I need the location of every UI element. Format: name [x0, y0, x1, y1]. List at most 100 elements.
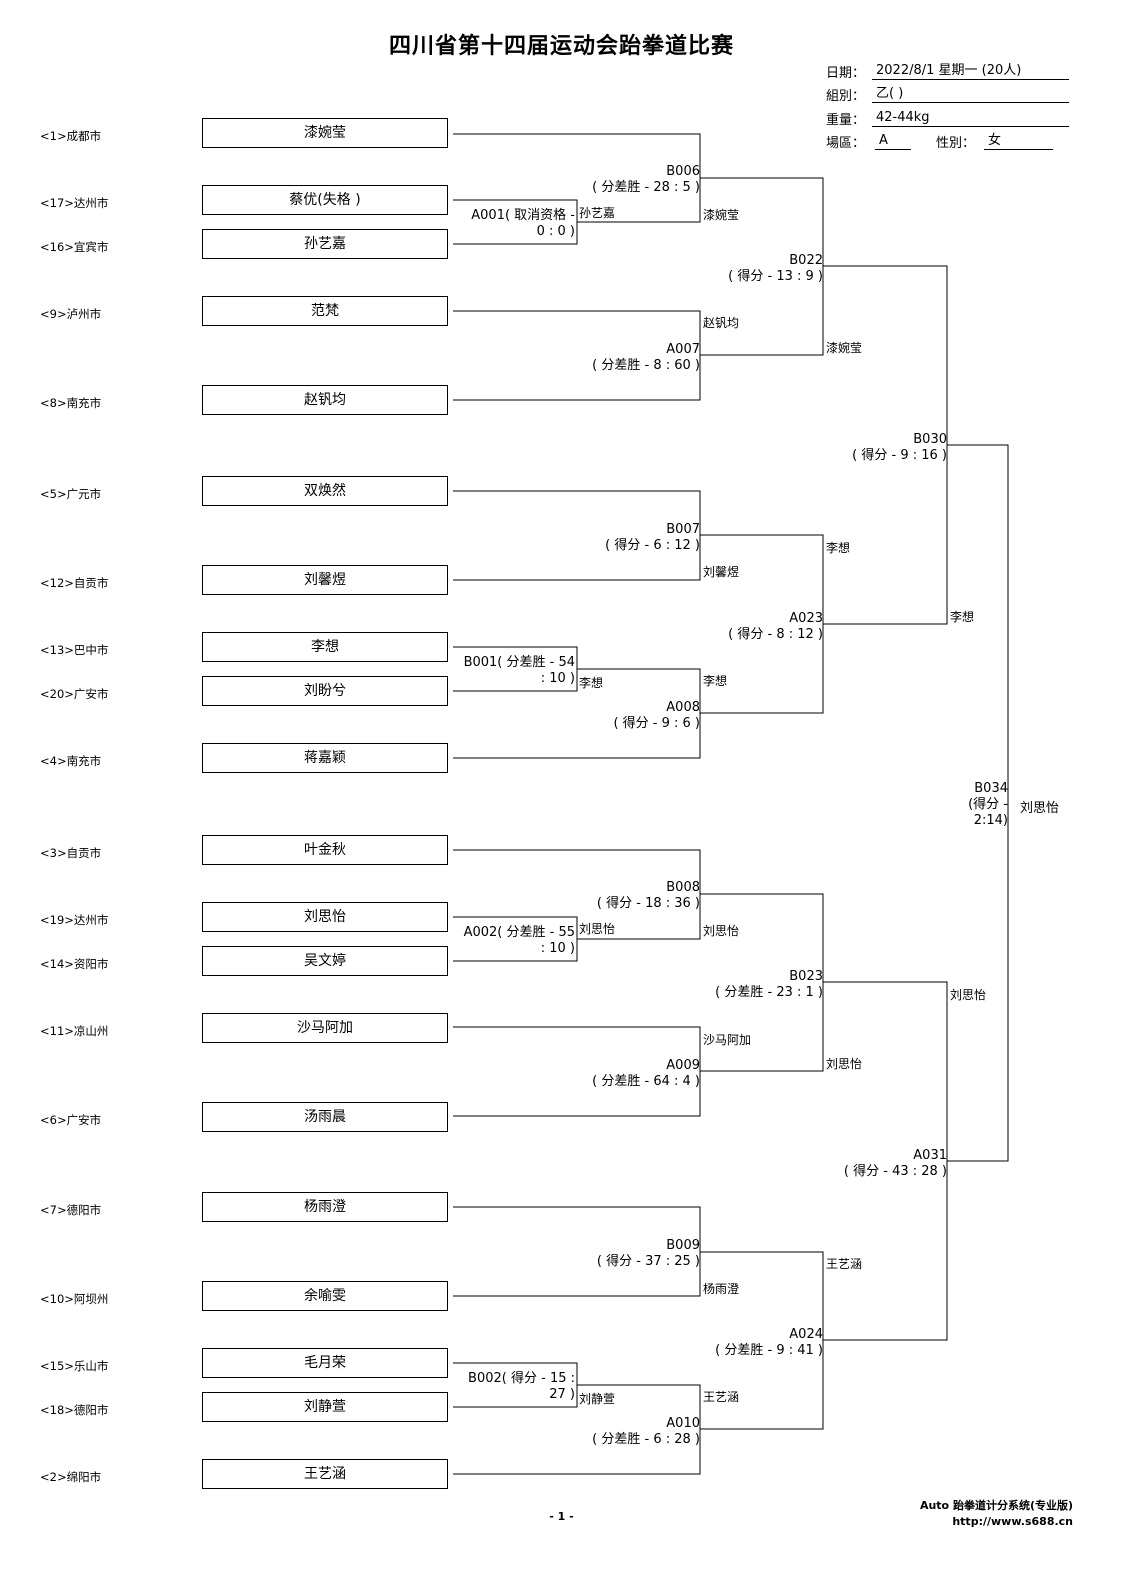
page-title: 四川省第十四届运动会跆拳道比赛: [388, 34, 734, 59]
match-score: ( 分差胜 - 6 : 28 ): [592, 1432, 700, 1447]
player-box: 双焕然: [202, 476, 448, 506]
winner-name: 刘思怡: [579, 922, 616, 936]
match-code: B009: [666, 1238, 700, 1253]
seed-label: <1>成都市: [40, 129, 102, 143]
player-box: 孙艺嘉: [202, 229, 448, 259]
match-label-B009: B009 ( 得分 - 37 : 25 ): [597, 1238, 700, 1270]
match-label-B022: B022 ( 得分 - 13 : 9 ): [728, 253, 823, 285]
winner-name: 刘思怡: [826, 1057, 863, 1071]
player-box: 赵钒均: [202, 385, 448, 415]
match-code: A007: [666, 342, 700, 357]
match-label-A001: A001( 取消资格 - 0 : 0 ): [471, 208, 575, 240]
bracket-line: [947, 444, 1009, 1162]
seed-label: <4>南充市: [40, 754, 102, 768]
match-score: ( 分差胜 - 8 : 60 ): [592, 358, 700, 373]
seed-label: <20>广安市: [40, 687, 109, 701]
player-box: 余喻雯: [202, 1281, 448, 1311]
winner-name: 沙马阿加: [703, 1033, 752, 1047]
match-code: A010: [666, 1416, 700, 1431]
match-code: A031: [913, 1148, 947, 1163]
match-score: ( 得分 - 8 : 12 ): [728, 627, 823, 642]
match-score: ( 得分 - 13 : 9 ): [728, 269, 823, 284]
winner-name: 漆婉莹: [826, 341, 863, 355]
player-box: 刘盼兮: [202, 676, 448, 706]
match-label-B023: B023 ( 分差胜 - 23 : 1 ): [715, 969, 823, 1001]
match-code: B023: [789, 969, 823, 984]
player-box: 刘馨煜: [202, 565, 448, 595]
seed-label: <10>阿坝州: [40, 1292, 109, 1306]
player-box: 吴文婷: [202, 946, 448, 976]
winner-name: 李想: [950, 610, 975, 624]
match-score: (得分 -: [968, 797, 1008, 812]
winner-name: 李想: [579, 676, 604, 690]
match-code: B030: [913, 432, 947, 447]
match-label-A002: A002( 分差胜 - 55 : 10 ): [464, 925, 575, 957]
weight-value: 42-44kg: [872, 109, 1069, 127]
match-code: B022: [789, 253, 823, 268]
software-name: Auto 跆拳道计分系统(专业版): [919, 1499, 1073, 1512]
winner-name: 刘馨煜: [703, 565, 740, 579]
seed-label: <19>达州市: [40, 913, 109, 927]
player-box: 毛月荣: [202, 1348, 448, 1378]
seed-label: <8>南充市: [40, 396, 102, 410]
match-score: ( 得分 - 18 : 36 ): [596, 896, 700, 911]
seed-label: <7>德阳市: [40, 1203, 102, 1217]
match-code: A024: [789, 1327, 823, 1342]
seed-label: <9>泸州市: [40, 307, 102, 321]
match-label-B006: B006 ( 分差胜 - 28 : 5 ): [592, 164, 700, 196]
venue-value: A: [875, 132, 911, 150]
player-box: 范梵: [202, 296, 448, 326]
match-score: 27 ): [549, 1387, 575, 1402]
seed-label: <15>乐山市: [40, 1359, 109, 1373]
match-code: B007: [666, 522, 700, 537]
winner-name: 刘静萱: [579, 1392, 616, 1406]
date-value: 2022/8/1 星期一 (20人): [872, 62, 1069, 80]
match-score: ( 得分 - 6 : 12 ): [605, 538, 700, 553]
player-box: 王艺涵: [202, 1459, 448, 1489]
seed-label: <11>凉山州: [40, 1024, 109, 1038]
match-score: ( 分差胜 - 23 : 1 ): [715, 985, 823, 1000]
winner-name: 孙艺嘉: [579, 206, 616, 220]
winner-name: 李想: [826, 541, 851, 555]
winner-name: 赵钒均: [703, 316, 740, 330]
player-box: 漆婉莹: [202, 118, 448, 148]
winner-name: 王艺涵: [703, 1390, 740, 1404]
match-code: A001( 取消资格 -: [471, 208, 575, 223]
match-score: 2:14): [973, 813, 1008, 828]
seed-label: <13>巴中市: [40, 643, 109, 657]
seed-label: <3>自贡市: [40, 846, 102, 860]
match-label-B034: B034 (得分 - 2:14): [968, 781, 1008, 829]
seed-label: <12>自贡市: [40, 576, 109, 590]
player-box: 汤雨晨: [202, 1102, 448, 1132]
player-box: 沙马阿加: [202, 1013, 448, 1043]
seed-label: <18>德阳市: [40, 1403, 109, 1417]
match-score: : 10 ): [540, 671, 575, 686]
player-box: 刘思怡: [202, 902, 448, 932]
winner-name: 刘思怡: [950, 988, 987, 1002]
player-box: 蔡优(失格 ): [202, 185, 448, 215]
match-label-A023: A023 ( 得分 - 8 : 12 ): [728, 611, 823, 643]
player-box: 刘静萱: [202, 1392, 448, 1422]
winner-name: 李想: [703, 674, 728, 688]
page-number: - 1 -: [549, 1510, 574, 1523]
match-code: A002( 分差胜 - 55: [463, 925, 575, 940]
champion-name: 刘思怡: [1020, 801, 1060, 816]
seed-label: <6>广安市: [40, 1113, 102, 1127]
match-code: A023: [789, 611, 823, 626]
match-label-A008: A008 ( 得分 - 9 : 6 ): [613, 700, 700, 732]
match-code: A008: [666, 700, 700, 715]
seed-label: <16>宜宾市: [40, 240, 109, 254]
match-score: 0 : 0 ): [536, 224, 575, 239]
group-value: 乙( ): [872, 85, 1069, 103]
weight-label: 重量：: [826, 113, 866, 128]
match-score: ( 分差胜 - 9 : 41 ): [715, 1343, 823, 1358]
gender-value: 女: [984, 132, 1053, 150]
match-label-B007: B007 ( 得分 - 6 : 12 ): [605, 522, 700, 554]
player-box: 蒋嘉颖: [202, 743, 448, 773]
match-label-B002: B002( 得分 - 15 : 27 ): [468, 1371, 575, 1403]
match-score: ( 得分 - 37 : 25 ): [596, 1254, 700, 1269]
software-url: http://www.s688.cn: [952, 1515, 1073, 1528]
winner-name: 杨雨澄: [703, 1282, 740, 1296]
match-code: B001( 分差胜 - 54: [463, 655, 575, 670]
